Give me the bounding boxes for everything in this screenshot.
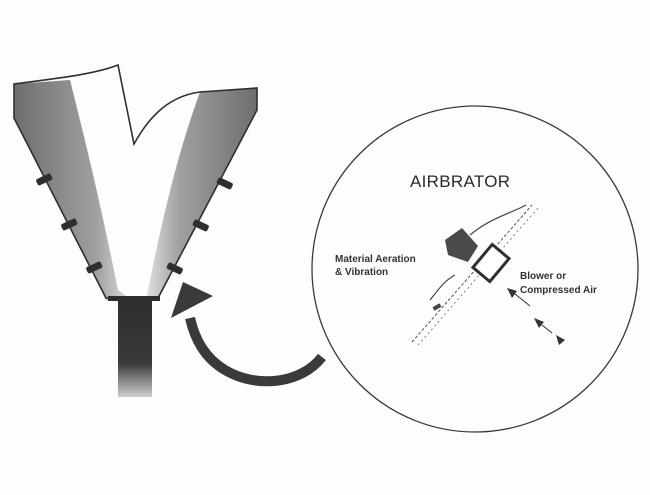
hopper <box>13 63 258 397</box>
curved-arrow-icon <box>171 282 326 387</box>
diagram-title: AIRBRATOR <box>410 172 511 191</box>
air-source-label: Blower or Compressed Air <box>520 270 597 298</box>
label-line: & Vibration <box>335 267 389 278</box>
detail-circle <box>311 105 639 433</box>
label-line: Blower or <box>520 271 567 282</box>
label-line: Compressed Air <box>520 285 597 296</box>
label-line: Material Aeration <box>335 254 416 265</box>
material-aeration-label: Material Aeration & Vibration <box>335 253 416 279</box>
airbrator-mounts <box>36 173 233 275</box>
airbrator-device-icon <box>411 204 565 346</box>
